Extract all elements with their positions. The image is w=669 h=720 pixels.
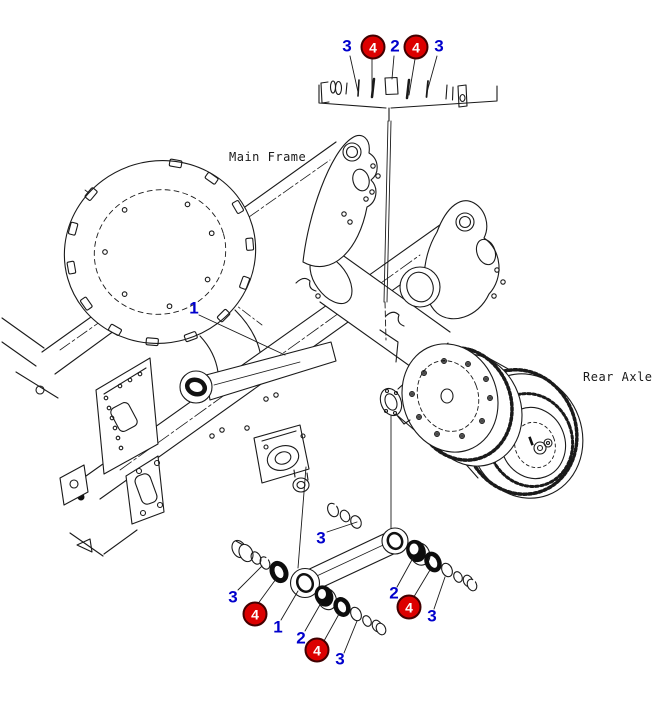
exploded-link — [289, 527, 409, 599]
callout-top-4-left[interactable]: 4 — [360, 34, 386, 60]
callout-lower-3-upper[interactable]: 3 — [316, 528, 326, 548]
exploded-parts-left — [231, 539, 289, 584]
frame-gussets — [302, 134, 506, 320]
exploded-parts-center — [314, 585, 387, 636]
callout-top-2[interactable]: 2 — [390, 36, 400, 56]
frame-details-left — [59, 357, 165, 557]
callout-lower-1[interactable]: 1 — [273, 617, 283, 637]
callout-main-link-1[interactable]: 1 — [189, 298, 199, 318]
callout-lower-2-mid[interactable]: 2 — [296, 628, 306, 648]
rear-axle-assembly — [379, 329, 584, 499]
projection-lines — [297, 415, 392, 569]
callout-top-3-right[interactable]: 3 — [434, 36, 444, 56]
main-frame-label: Main Frame — [229, 150, 307, 164]
exploded-parts-right — [406, 539, 478, 592]
callout-lower-4-left[interactable]: 4 — [242, 601, 268, 627]
callout-lower-3-right[interactable]: 3 — [427, 606, 437, 626]
main-view-link — [179, 341, 337, 404]
callout-top-3-left[interactable]: 3 — [342, 36, 352, 56]
callout-lower-4-mid[interactable]: 4 — [304, 637, 330, 663]
frame-mid-bracket — [253, 424, 310, 493]
rear-axle-label: Rear Axle — [583, 370, 653, 384]
callout-lower-3-mid[interactable]: 3 — [335, 649, 345, 669]
callout-lower-3-left[interactable]: 3 — [228, 587, 238, 607]
callout-lower-2-right[interactable]: 2 — [389, 583, 399, 603]
front-axle-drum — [63, 158, 263, 373]
callout-lower-4-right[interactable]: 4 — [396, 594, 422, 620]
leader-lines — [198, 314, 446, 654]
pin-stack-strip — [318, 55, 498, 341]
callout-top-4-right[interactable]: 4 — [403, 34, 429, 60]
